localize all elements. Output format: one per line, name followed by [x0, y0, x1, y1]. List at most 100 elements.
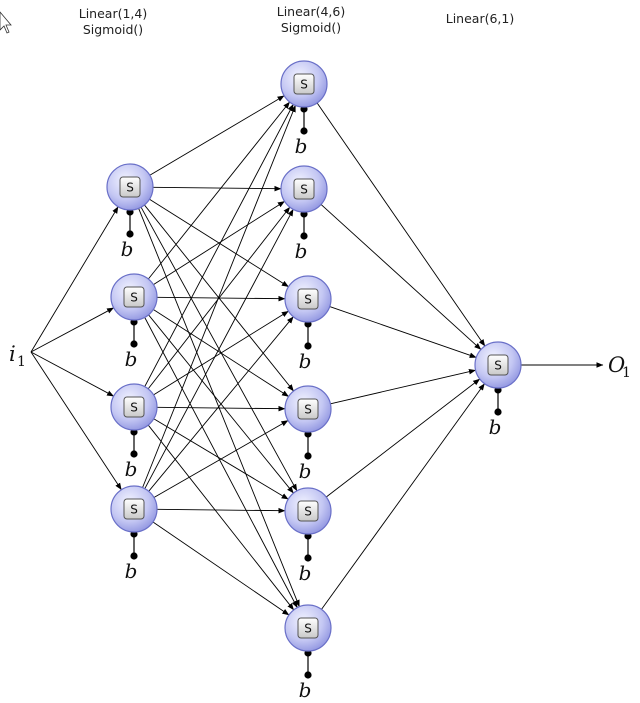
edge-h1-4-h2-2	[144, 209, 294, 489]
sigmoid-box-icon	[297, 288, 319, 310]
bias-dot	[130, 340, 138, 348]
layer-label-2: Linear(4,6) Sigmoid()	[277, 4, 345, 35]
neuron-symbol: S	[304, 505, 312, 519]
edge-h1-4-h2-3	[148, 316, 294, 492]
edge-h1-4-h2-6	[152, 521, 290, 616]
edge-h2-5-out	[325, 378, 481, 498]
hidden1-neuron-4: bS	[110, 485, 158, 583]
edge-h1-3-h2-6	[147, 424, 295, 611]
bias-dot	[304, 671, 312, 679]
bias-label: b	[295, 134, 308, 158]
edge-h1-3-h2-1	[144, 104, 294, 387]
neuron-symbol: S	[130, 291, 138, 305]
neuron-symbol: S	[494, 359, 502, 373]
hidden2-neuron-6: bS	[284, 604, 332, 702]
edge-h1-4-h2-4	[153, 420, 289, 498]
bias-label: b	[299, 678, 312, 702]
layer-3-line-1: Linear(6,1)	[446, 11, 514, 26]
hidden2-neuron-4: bS	[284, 385, 332, 483]
hidden2-neuron-1: bS	[280, 60, 328, 158]
edge-input-h1-2	[30, 307, 115, 353]
sigmoid-box-icon	[487, 354, 509, 376]
hidden2-neuron-5: bS	[284, 487, 332, 585]
edge-input-h1-1	[30, 206, 119, 353]
edge-input-h1-4	[30, 351, 122, 491]
sigmoid-box-icon	[297, 617, 319, 639]
edge-h2-4-out	[330, 368, 476, 405]
hidden1-neuron-3: bS	[110, 383, 158, 481]
bias-dot	[300, 232, 308, 240]
edge-h1-3-h2-4	[156, 405, 286, 412]
output-label: O 1	[608, 353, 631, 381]
edge-h1-3-h2-3	[153, 310, 289, 396]
sigmoid-box-icon	[297, 398, 319, 420]
hidden2-neuron-2: bS	[280, 165, 328, 263]
output-label-sub: 1	[622, 365, 631, 381]
input-label: i 1	[9, 342, 26, 370]
edge-h1-4-h2-5	[156, 507, 286, 514]
input-label-base: i	[9, 342, 16, 366]
sigmoid-box-icon	[123, 286, 145, 308]
mouse-cursor-icon	[0, 11, 12, 34]
layer-label-1: Linear(1,4) Sigmoid()	[79, 6, 147, 37]
bias-dot	[494, 408, 502, 416]
neuron-symbol: S	[130, 503, 138, 517]
bias-label: b	[125, 559, 138, 583]
bias-label: b	[299, 349, 312, 373]
edge-h1-2-h2-2	[153, 200, 285, 286]
neuron-symbol: S	[130, 401, 138, 415]
neuron-symbol: S	[300, 78, 308, 92]
edge-h2-3-out	[329, 306, 477, 358]
connections	[30, 95, 604, 616]
bias-dot	[130, 450, 138, 458]
neuron-symbol: S	[304, 403, 312, 417]
neuron-symbol: S	[300, 183, 308, 197]
output-label-base: O	[608, 353, 625, 377]
hidden1-neuron-1: bS	[106, 163, 154, 261]
edge-h1-2-h2-3	[156, 295, 286, 302]
layer-2-line-1: Linear(4,6)	[277, 4, 345, 19]
output-neuron-1: bS	[474, 341, 522, 439]
layer-1-line-1: Linear(1,4)	[79, 6, 147, 21]
sigmoid-box-icon	[293, 178, 315, 200]
edge-h1-2-h2-6	[144, 317, 298, 608]
edge-h2-2-out	[320, 204, 482, 350]
bias-label: b	[295, 239, 308, 263]
hidden1-neuron-2: bS	[110, 273, 158, 371]
hidden2-neuron-3: bS	[284, 275, 332, 373]
bias-dot	[126, 230, 134, 238]
bias-label: b	[121, 237, 134, 261]
edge-h1-1-h2-6	[138, 208, 300, 607]
edge-h1-4-h2-1	[142, 105, 296, 488]
sigmoid-box-icon	[123, 396, 145, 418]
edge-input-h1-3	[30, 351, 115, 397]
layer-2-line-2: Sigmoid()	[281, 20, 341, 35]
edge-h1-1-h2-1	[149, 95, 285, 176]
edge-h2-6-out	[321, 383, 485, 610]
sigmoid-box-icon	[297, 500, 319, 522]
bias-dot	[304, 452, 312, 460]
edge-h2-1-out	[316, 102, 486, 347]
neuron-symbol: S	[304, 622, 312, 636]
bias-label: b	[125, 457, 138, 481]
bias-label: b	[489, 415, 502, 439]
bias-label: b	[299, 459, 312, 483]
edge-h1-3-h2-2	[147, 206, 291, 390]
bias-dot	[304, 554, 312, 562]
edge-h1-1-h2-2	[152, 185, 282, 192]
neuron-symbol: S	[126, 181, 134, 195]
input-label-sub: 1	[17, 354, 26, 370]
layer-label-3: Linear(6,1)	[446, 11, 514, 26]
bias-dot	[300, 127, 308, 135]
bias-dot	[304, 342, 312, 350]
bias-label: b	[125, 347, 138, 371]
sigmoid-box-icon	[119, 176, 141, 198]
sigmoid-box-icon	[123, 498, 145, 520]
layer-1-line-2: Sigmoid()	[83, 22, 143, 37]
edge-h1-2-h2-1	[147, 101, 291, 280]
bias-label: b	[299, 561, 312, 585]
sigmoid-box-icon	[293, 73, 315, 95]
bias-dot	[130, 552, 138, 560]
